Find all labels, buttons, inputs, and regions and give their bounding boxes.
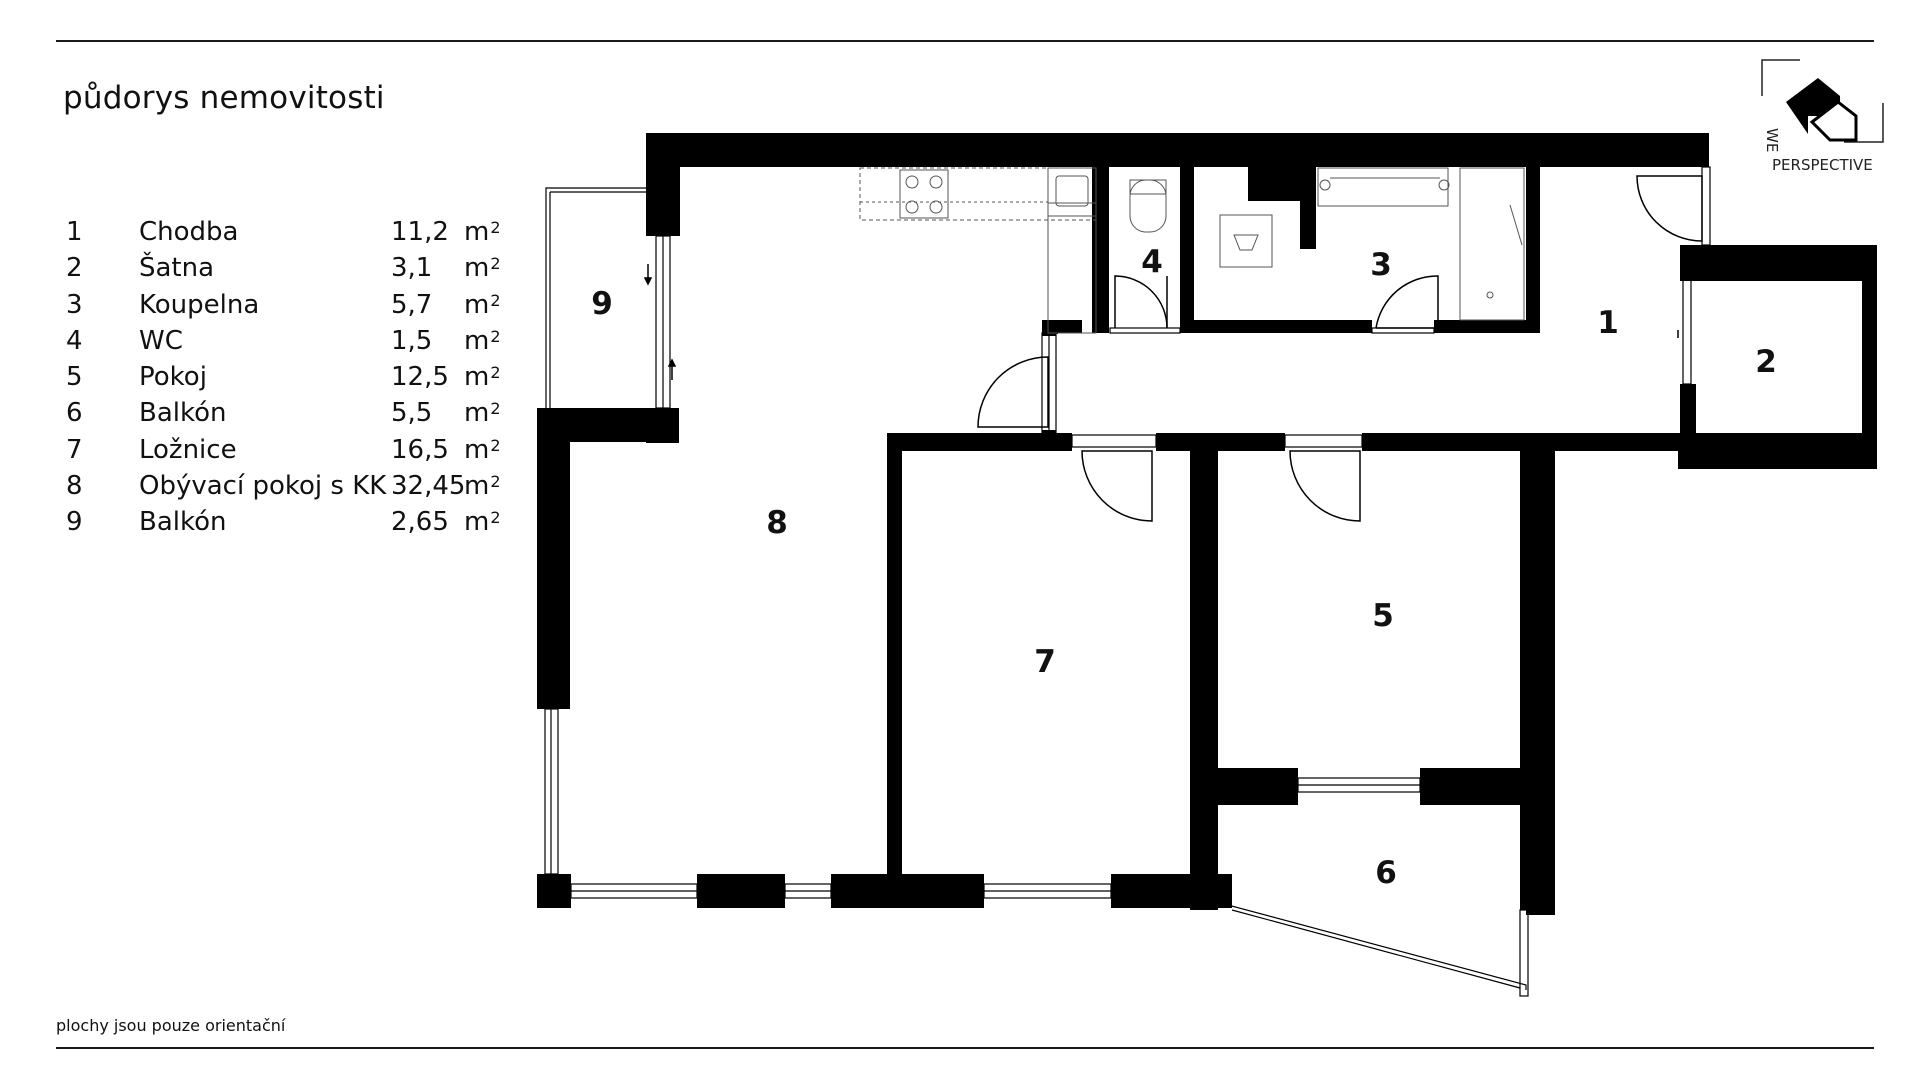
page-title: půdorys nemovitosti <box>63 80 385 116</box>
legend-number: 3 <box>66 289 83 320</box>
legend-area: 5,5 <box>391 398 433 429</box>
legend-number: 1 <box>66 217 83 247</box>
room-label-2: 2 <box>1755 344 1777 380</box>
sliding-door-arrows <box>643 264 1679 380</box>
legend-name: Obývací pokoj s KK <box>139 471 387 502</box>
legend-name: Balkón <box>139 507 227 538</box>
doors <box>977 175 1703 522</box>
legend-number: 6 <box>66 398 83 429</box>
top-rule <box>56 40 1874 42</box>
legend-number: 9 <box>66 507 83 538</box>
room-label-3: 3 <box>1370 247 1392 283</box>
logo-text-we: WE <box>1763 128 1781 152</box>
legend-unit: m2 <box>464 325 501 356</box>
legend-unit: m2 <box>464 471 501 502</box>
room-label-6: 6 <box>1375 855 1397 891</box>
room-label-8: 8 <box>766 505 788 541</box>
toilet-icon <box>1129 179 1167 233</box>
legend-number: 8 <box>66 471 83 502</box>
shower-icon <box>1459 167 1525 321</box>
legend-number: 7 <box>66 434 83 465</box>
legend-area: 2,65 <box>391 507 449 538</box>
legend-unit: m2 <box>464 362 501 393</box>
room-label-5: 5 <box>1372 598 1394 634</box>
legend-area: 12,5 <box>391 362 449 393</box>
logo-text-perspective: PERSPECTIVE <box>1772 156 1873 174</box>
legend-name: Balkón <box>139 398 227 429</box>
footnote: plochy jsou pouze orientační <box>56 1016 286 1035</box>
legend-name: Koupelna <box>139 289 260 320</box>
legend-area: 1,5 <box>391 325 433 356</box>
legend-unit: m2 <box>464 434 501 465</box>
walls <box>537 133 1877 915</box>
legend-name: Šatna <box>139 253 215 284</box>
legend-area: 32,45 <box>391 471 466 502</box>
we-perspective-logo: WE PERSPECTIVE <box>1761 59 1884 174</box>
legend-name: Ložnice <box>139 434 237 465</box>
legend-name: Chodba <box>139 217 239 247</box>
fixtures <box>859 167 1525 334</box>
legend-number: 4 <box>66 325 83 356</box>
legend-number: 5 <box>66 362 83 393</box>
bottom-rule <box>56 1047 1874 1049</box>
legend-area: 5,7 <box>391 289 433 320</box>
stove-icon <box>899 169 949 219</box>
room-label-1: 1 <box>1597 305 1619 341</box>
room-label-9: 9 <box>591 286 613 322</box>
room-label-7: 7 <box>1034 644 1056 680</box>
legend-area: 3,1 <box>391 253 433 284</box>
legend-name: WC <box>139 325 183 356</box>
legend-name: Pokoj <box>139 362 207 393</box>
legend-unit: m2 <box>464 217 501 247</box>
sink-icon <box>1047 167 1097 217</box>
legend-unit: m2 <box>464 289 501 320</box>
legend-area: 11,2 <box>391 217 449 247</box>
legend-area: 16,5 <box>391 434 449 465</box>
bathtub-icon <box>1317 167 1449 207</box>
legend-unit: m2 <box>464 253 501 284</box>
legend-unit: m2 <box>464 507 501 538</box>
legend-unit: m2 <box>464 398 501 429</box>
room-label-4: 4 <box>1141 244 1163 280</box>
windows <box>544 166 1711 997</box>
legend-number: 2 <box>66 253 83 284</box>
washing-machine-icon <box>1219 214 1273 268</box>
